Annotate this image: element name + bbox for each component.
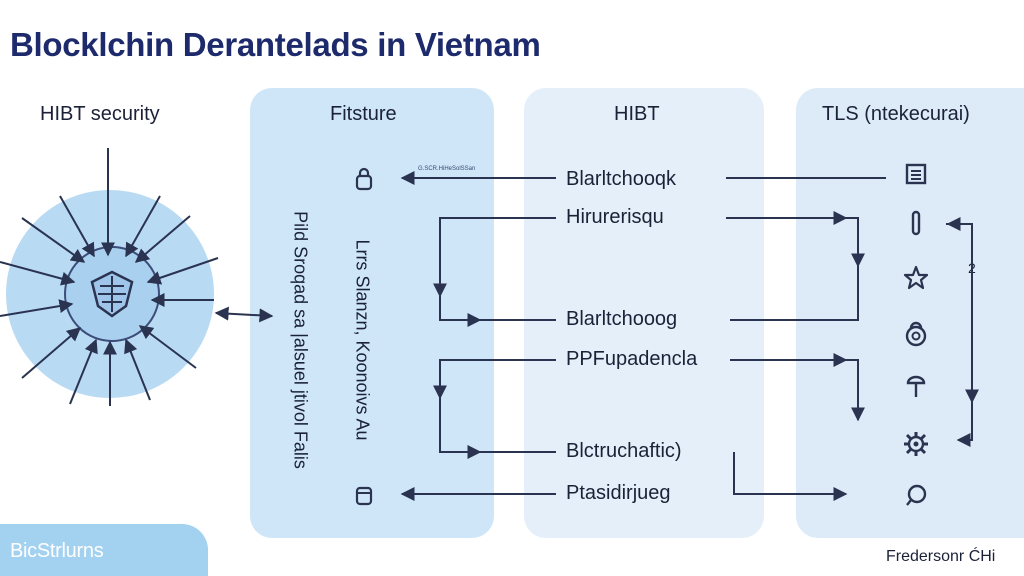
brand-badge-label: BicStrlurns: [10, 540, 104, 562]
features-panel: [250, 88, 494, 538]
credit-text: Fredersonr ĆHi: [886, 548, 996, 565]
gear-icon: [904, 432, 928, 456]
database-icon: [355, 486, 373, 506]
security-column-heading: HIBT security: [40, 103, 160, 125]
connector-note: G.SCR.HiHeSolSSan: [418, 166, 476, 172]
pin-icon: [906, 375, 926, 397]
hibt-node-3: Blarltchooog: [566, 308, 678, 330]
document-icon: [905, 163, 927, 185]
features-column-heading: Fitsture: [330, 103, 397, 125]
page-title: Blocklchin Derantelads in Vietnam: [10, 26, 541, 63]
tls-column-heading: TLS (ntekecurai): [822, 103, 970, 125]
tls-panel: [796, 88, 1024, 538]
hibt-node-2: Hirurerisqu: [566, 206, 664, 228]
shield-icon: [90, 270, 134, 318]
star-icon: [903, 265, 929, 290]
hibt-node-5: Blctruchaftic): [566, 440, 682, 462]
hibt-node-1: Blarltchooqk: [566, 168, 677, 190]
hibt-node-6: Ptasidirjueg: [566, 482, 671, 504]
key-icon: [911, 210, 921, 236]
hibt-panel: [524, 88, 764, 538]
hibt-column-heading: HIBT: [614, 103, 660, 125]
padlock-icon: [905, 321, 927, 347]
brand-badge: [0, 524, 208, 576]
hibt-node-4: PPFupadencla: [566, 348, 698, 370]
search-icon: [906, 484, 927, 506]
lock-icon: [355, 167, 373, 191]
